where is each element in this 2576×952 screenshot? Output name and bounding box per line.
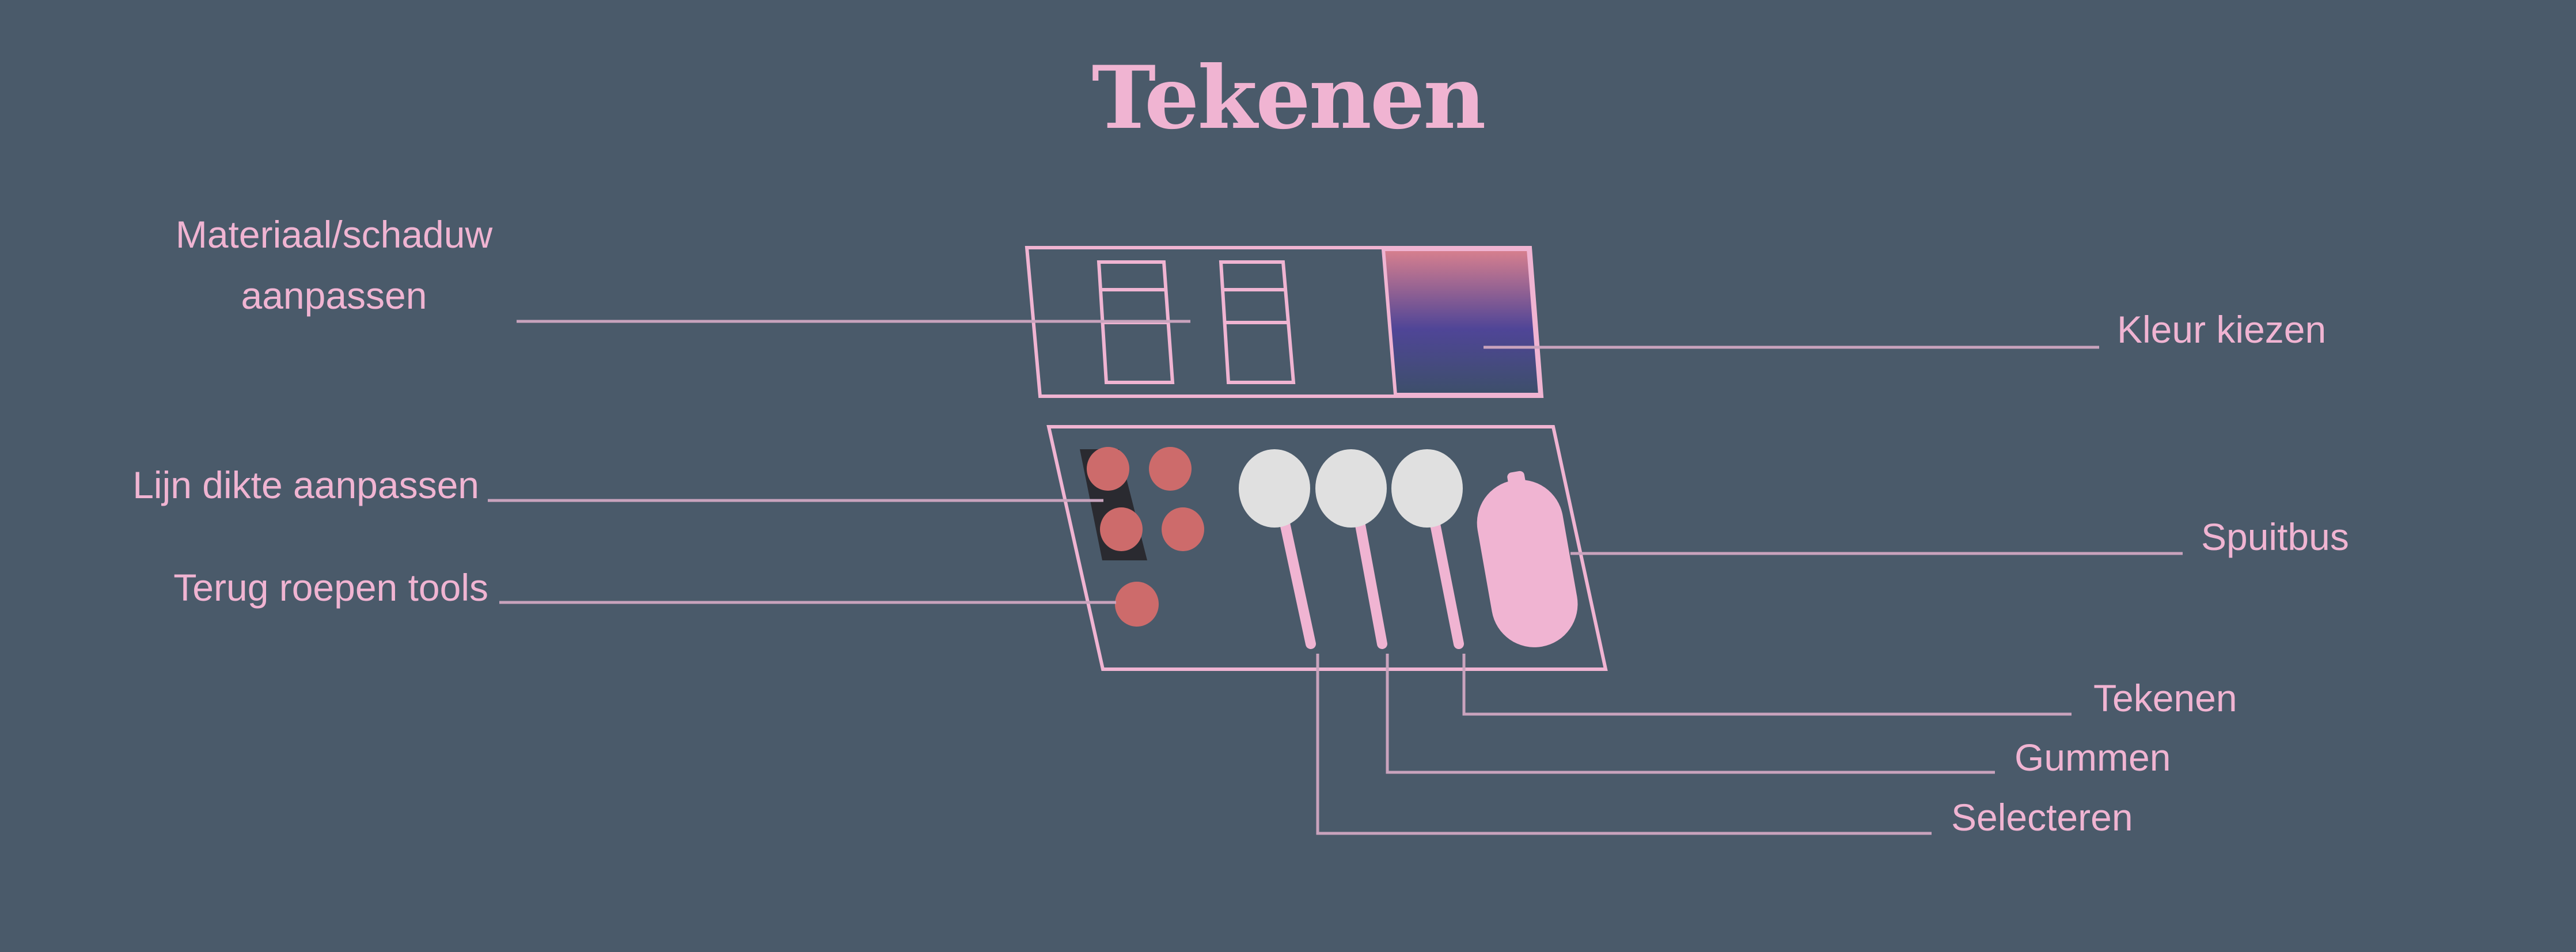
page-title: Tekenen (1091, 47, 1486, 149)
leader-select (1316, 654, 1932, 835)
select-tool-knob (1239, 449, 1310, 528)
line-thickness-dot-1 (1087, 447, 1129, 491)
label-pick-color: Kleur kiezen (2117, 308, 2327, 351)
tools-panel (1046, 425, 1608, 671)
label-recall-tools: Terug roepen tools (173, 566, 488, 609)
label-material-shadow: Materiaal/schaduw aanpassen (132, 204, 536, 326)
label-select: Selecteren (1951, 796, 2133, 839)
label-spray-can: Spuitbus (2201, 515, 2349, 558)
tools-panel-frame (1046, 425, 1608, 671)
erase-tool-knob (1315, 449, 1387, 528)
recall-tools-dot (1115, 582, 1159, 627)
label-material-line-2: aanpassen (241, 274, 427, 317)
color-swatch-gradient (1381, 248, 1542, 396)
line-thickness-dot-4 (1162, 507, 1204, 551)
label-material-line-1: Materiaal/schaduw (175, 213, 493, 256)
line-thickness-dot-3 (1100, 507, 1143, 551)
label-draw: Tekenen (2093, 677, 2237, 719)
erase-tool-stick (1353, 507, 1387, 649)
material-panel (1025, 246, 1544, 398)
line-thickness-dot-2 (1149, 447, 1192, 491)
select-tool-stick (1277, 507, 1316, 649)
label-erase: Gummen (2014, 736, 2171, 779)
leader-lines (488, 320, 2183, 835)
spray-can-shape (1477, 471, 1578, 647)
draw-tool-stick (1428, 507, 1464, 649)
leader-erase (1386, 654, 1995, 774)
shadow-slider-2 (1219, 260, 1296, 384)
leader-draw (1462, 654, 2072, 716)
label-line-thickness: Lijn dikte aanpassen (132, 464, 479, 506)
draw-tool-knob (1391, 449, 1463, 528)
